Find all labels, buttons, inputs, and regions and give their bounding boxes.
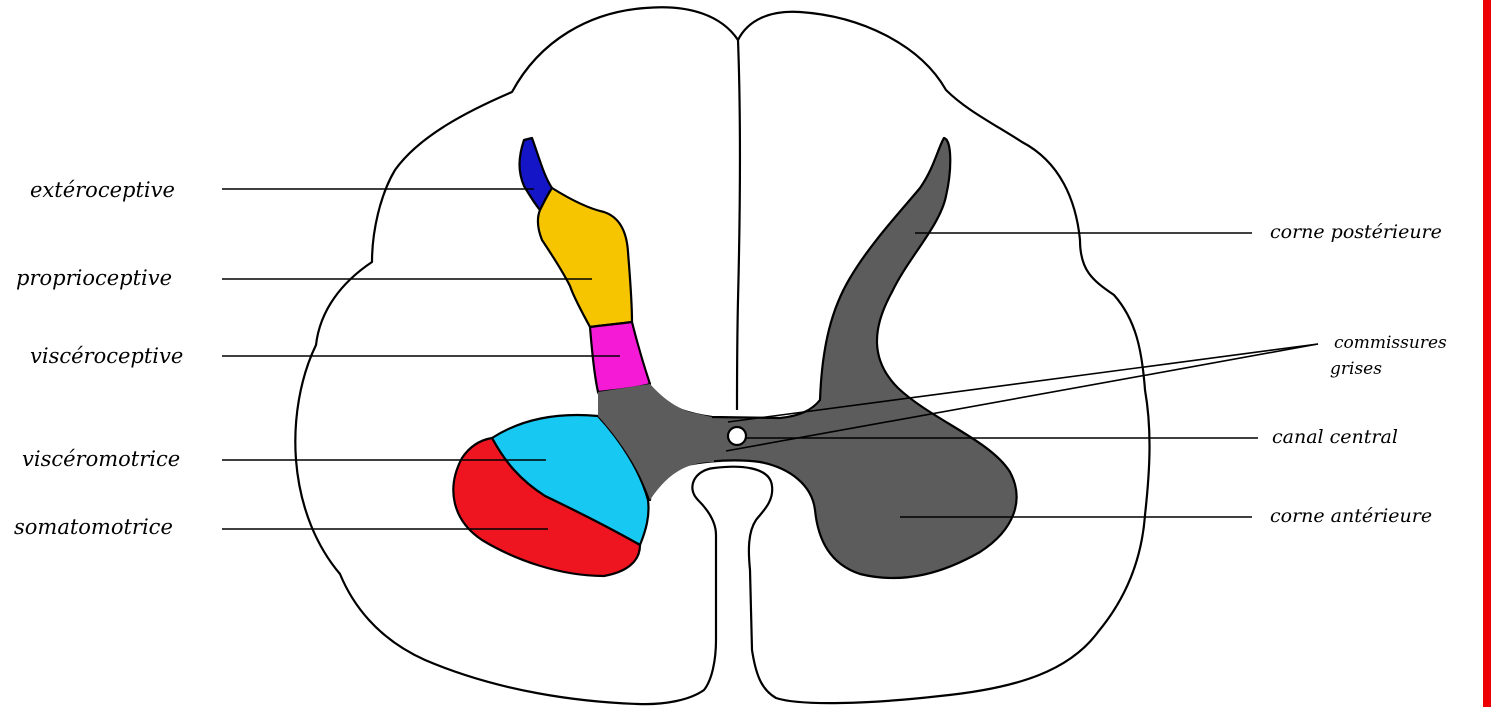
label-commissures-line2: grises xyxy=(1330,359,1382,379)
label-proprioceptive: proprioceptive xyxy=(16,266,172,290)
label-corne-posterieure: corne postérieure xyxy=(1270,221,1442,243)
central-canal xyxy=(728,427,746,445)
label-visceromotrice: viscéromotrice xyxy=(22,447,180,471)
label-canal-central: canal central xyxy=(1272,426,1398,448)
label-commissures-line1: commissures xyxy=(1334,333,1447,353)
right-border xyxy=(1483,0,1491,707)
label-corne-anterieure: corne antérieure xyxy=(1270,505,1432,527)
label-exteroceptive: extéroceptive xyxy=(30,178,175,202)
label-somatomotrice: somatomotrice xyxy=(14,515,173,539)
label-visceroceptive: viscéroceptive xyxy=(30,344,183,368)
